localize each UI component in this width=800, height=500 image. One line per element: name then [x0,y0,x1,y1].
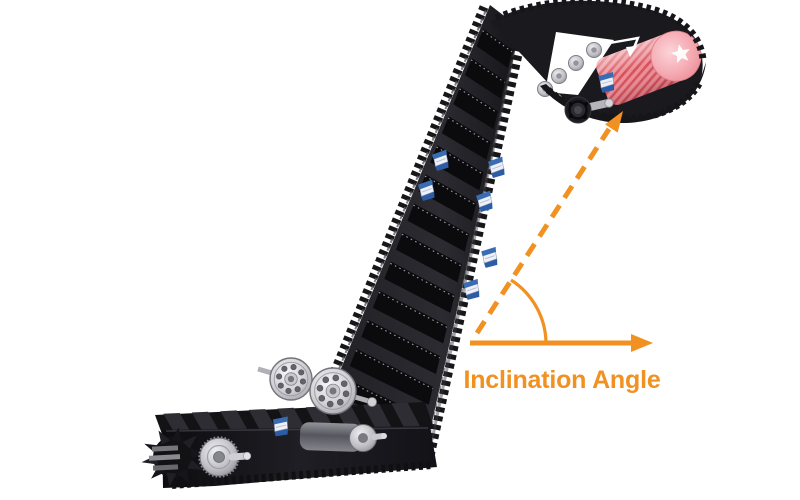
sidewall-teeth-right-highlight [425,29,520,453]
bottom-cleat-top [391,402,422,429]
cleat-stitch-dots [470,59,506,83]
belt-cleat [384,261,455,313]
incline-belt [324,5,520,458]
flange-wheel [309,367,357,415]
bottom-belt-top-edge [165,427,429,432]
cleat-stitch-dots [413,204,469,236]
belt-cleat [395,232,462,283]
inclination-angle-annotation: Inclination Angle [463,111,661,394]
belt-cleat [418,174,477,221]
tail-pulley-slats [148,445,181,471]
flange-wheel [269,357,313,401]
wheel-bolt-hole [285,387,292,394]
bottom-cleat-top [220,410,248,431]
head-bearing-hub [564,96,614,124]
bottom-teeth [171,461,433,489]
cleat-stitch-dots [447,117,491,145]
incline-cleats [338,29,513,436]
wheel-bolt-hole [326,400,334,408]
belt-cleat [361,319,441,375]
bottom-belt-section [141,357,437,489]
bottom-cleat-top [277,407,306,431]
tail-star-cleat [182,435,197,449]
wheel-bolt-hole [281,365,288,372]
wheel-bolt-hole [277,382,284,389]
belt-cleat [407,203,470,252]
belt-cleat [372,290,448,344]
wheel-bolt-hole [299,378,306,385]
cleat-stitch-dots [367,321,441,359]
angle-arc [510,278,548,344]
inclination-dashed-arrow [474,127,612,335]
wheel-bolt-hole [276,373,283,380]
head-teeth-bottom [545,80,704,122]
sidewall-teeth-left-highlight [322,9,487,409]
tail-star-cleat [171,427,182,442]
incline-belt-section [313,5,529,458]
tail-star-cleat [158,430,171,445]
head-section [490,0,707,124]
wheel-bolt-hole [342,390,350,398]
bottom-cleat-top [362,403,393,429]
wheel-bolt-hole [316,384,324,392]
wheel-bolt-hole [336,398,344,406]
inclination-angle-label: Inclination Angle [463,366,660,394]
belt-cleat [349,348,433,405]
belt-edge-highlight [430,59,514,441]
baseline-arrowhead-icon [631,334,653,352]
axle-nub [367,397,377,407]
cleat-stitch-dots [355,350,433,390]
sidewall-teeth-right [425,26,529,457]
wheel-bolt-hole [318,394,326,402]
tail-pulley-end-disc [198,436,252,478]
belt-clamp-icon [272,416,290,438]
bottom-cleat-top [248,409,277,431]
belt-clamp-icon [480,246,500,269]
wheel-bolt-hole [332,374,340,382]
return-rollers [537,42,602,97]
bottom-cleat-top [191,411,220,432]
bottom-cleat-top [163,413,191,432]
wheel-bolt-hole [290,364,297,371]
inclination-arrowhead-icon [605,111,623,133]
belt-cleat [476,29,513,68]
cleat-stitch-dots [482,30,513,53]
bend-roller [299,422,387,452]
cleat-stitch-dots [390,262,455,298]
pulley-highlight-star-icon [670,44,690,64]
tail-star-cleat [187,459,204,471]
tail-star-cleat [166,472,177,487]
tail-star-cleat [177,469,190,484]
head-teeth-top [494,0,707,61]
wheel-bolt-hole [340,380,348,388]
belt-cleat [465,58,506,99]
drive-pulley [596,30,702,105]
belt-cleat [441,116,491,160]
wheel-bolt-hole [298,369,305,376]
flange-wheels [269,357,357,415]
wheel-bolt-hole [322,376,330,384]
cleat-stitch-dots [401,233,462,267]
rotation-arrow-icon [603,36,640,57]
belt-cleat [453,87,498,130]
wheel-bolt-hole [294,386,301,393]
